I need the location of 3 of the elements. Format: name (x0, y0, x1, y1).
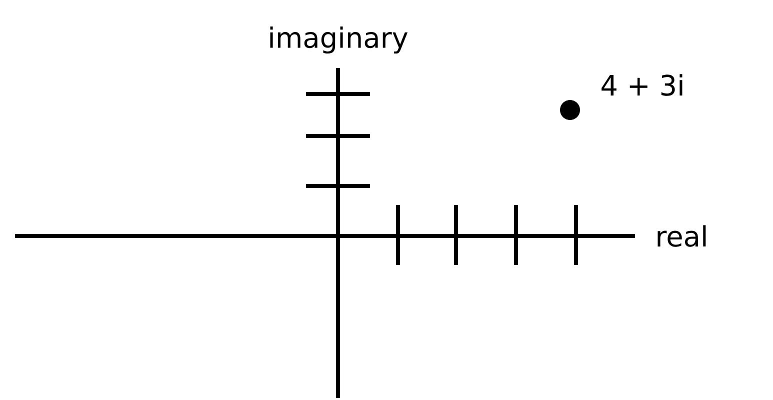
axis-label: 4 + 3i (602, 74, 682, 96)
axis-label: imaginary (270, 26, 408, 54)
axis-label: real (658, 225, 706, 247)
